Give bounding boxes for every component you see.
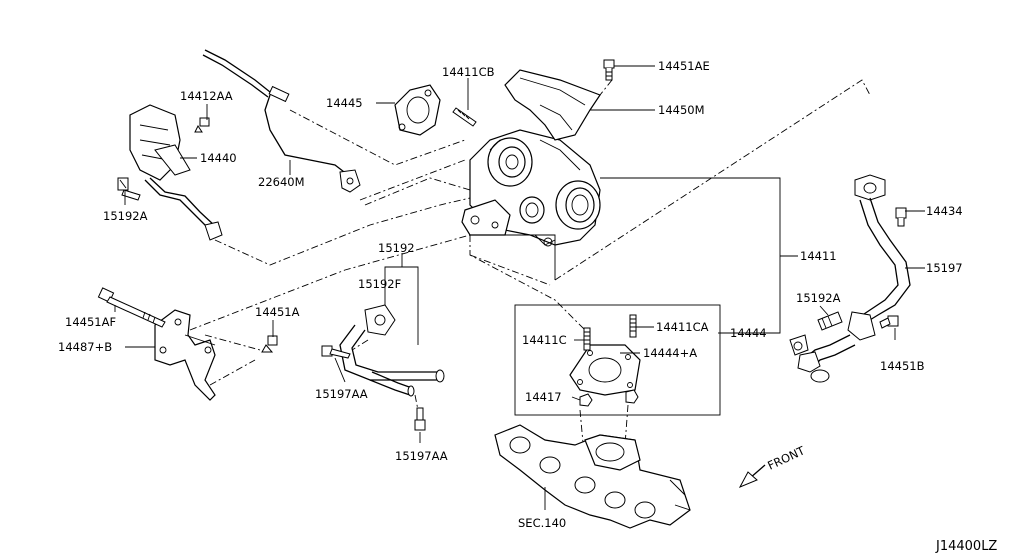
oil-pipe-15197: [797, 174, 911, 383]
label-14444A: 14444+A: [643, 346, 697, 360]
label-14411CA: 14411CA: [656, 320, 709, 334]
bracket-14487B: [154, 309, 216, 401]
label-14417: 14417: [525, 390, 562, 404]
bolt-15192A-left: [117, 177, 141, 201]
label-sec140: SEC.140: [518, 516, 566, 530]
bolt-14412AA: [194, 117, 210, 133]
actuator-14440: [129, 104, 223, 241]
sensor-22640M: [202, 49, 361, 193]
bolt-15192A-right: [789, 311, 843, 356]
label-14451AE: 14451AE: [658, 59, 710, 73]
leader-lines: [114, 65, 925, 510]
label-15192F: 15192F: [358, 277, 401, 291]
label-14451A: 14451A: [255, 305, 300, 319]
label-15197: 15197: [926, 261, 963, 275]
front-arrow-icon: [738, 464, 766, 488]
label-14412AA: 14412AA: [180, 89, 233, 103]
stud-14411CB: [452, 107, 477, 127]
label-14451B: 14451B: [880, 359, 925, 373]
label-15197AA-2: 15197AA: [395, 449, 448, 463]
oil-pipe-15192: [339, 304, 445, 397]
heat-shield-14450M: [504, 69, 601, 141]
label-14444: 14444: [730, 326, 767, 340]
part-labels: 14451AE 14411CB 14445 14450M 14412AA 144…: [58, 59, 997, 554]
label-14411: 14411: [800, 249, 837, 263]
diagram-code: J14400LZ: [935, 539, 997, 554]
bolt-14451A: [261, 335, 278, 353]
label-front: FRONT: [765, 443, 807, 473]
bolt-14451AF: [97, 287, 166, 328]
label-14440: 14440: [200, 151, 237, 165]
label-15192A-left: 15192A: [103, 209, 148, 223]
label-15197AA-1: 15197AA: [315, 387, 368, 401]
exhaust-manifold-sec140: [494, 424, 691, 529]
bolt-15197AA-1: [321, 345, 351, 359]
label-14445: 14445: [326, 96, 363, 110]
gasket-box-14444: [514, 304, 721, 416]
label-14411C: 14411C: [522, 333, 567, 347]
label-14450M: 14450M: [658, 103, 705, 117]
bolt-14434: [895, 207, 907, 227]
label-14434: 14434: [926, 204, 963, 218]
bolt-14451AE: [603, 59, 615, 81]
gasket-14445: [394, 84, 441, 136]
bolt-14451B: [879, 315, 899, 329]
label-15192: 15192: [378, 241, 415, 255]
label-22640M: 22640M: [258, 175, 305, 189]
label-15192A-right: 15192A: [796, 291, 841, 305]
label-14411CB: 14411CB: [442, 65, 495, 79]
turbocharger-14411: [461, 129, 601, 247]
bolt-15197AA-2: [414, 407, 426, 431]
label-14451AF: 14451AF: [65, 315, 116, 329]
label-14487B: 14487+B: [58, 340, 112, 354]
